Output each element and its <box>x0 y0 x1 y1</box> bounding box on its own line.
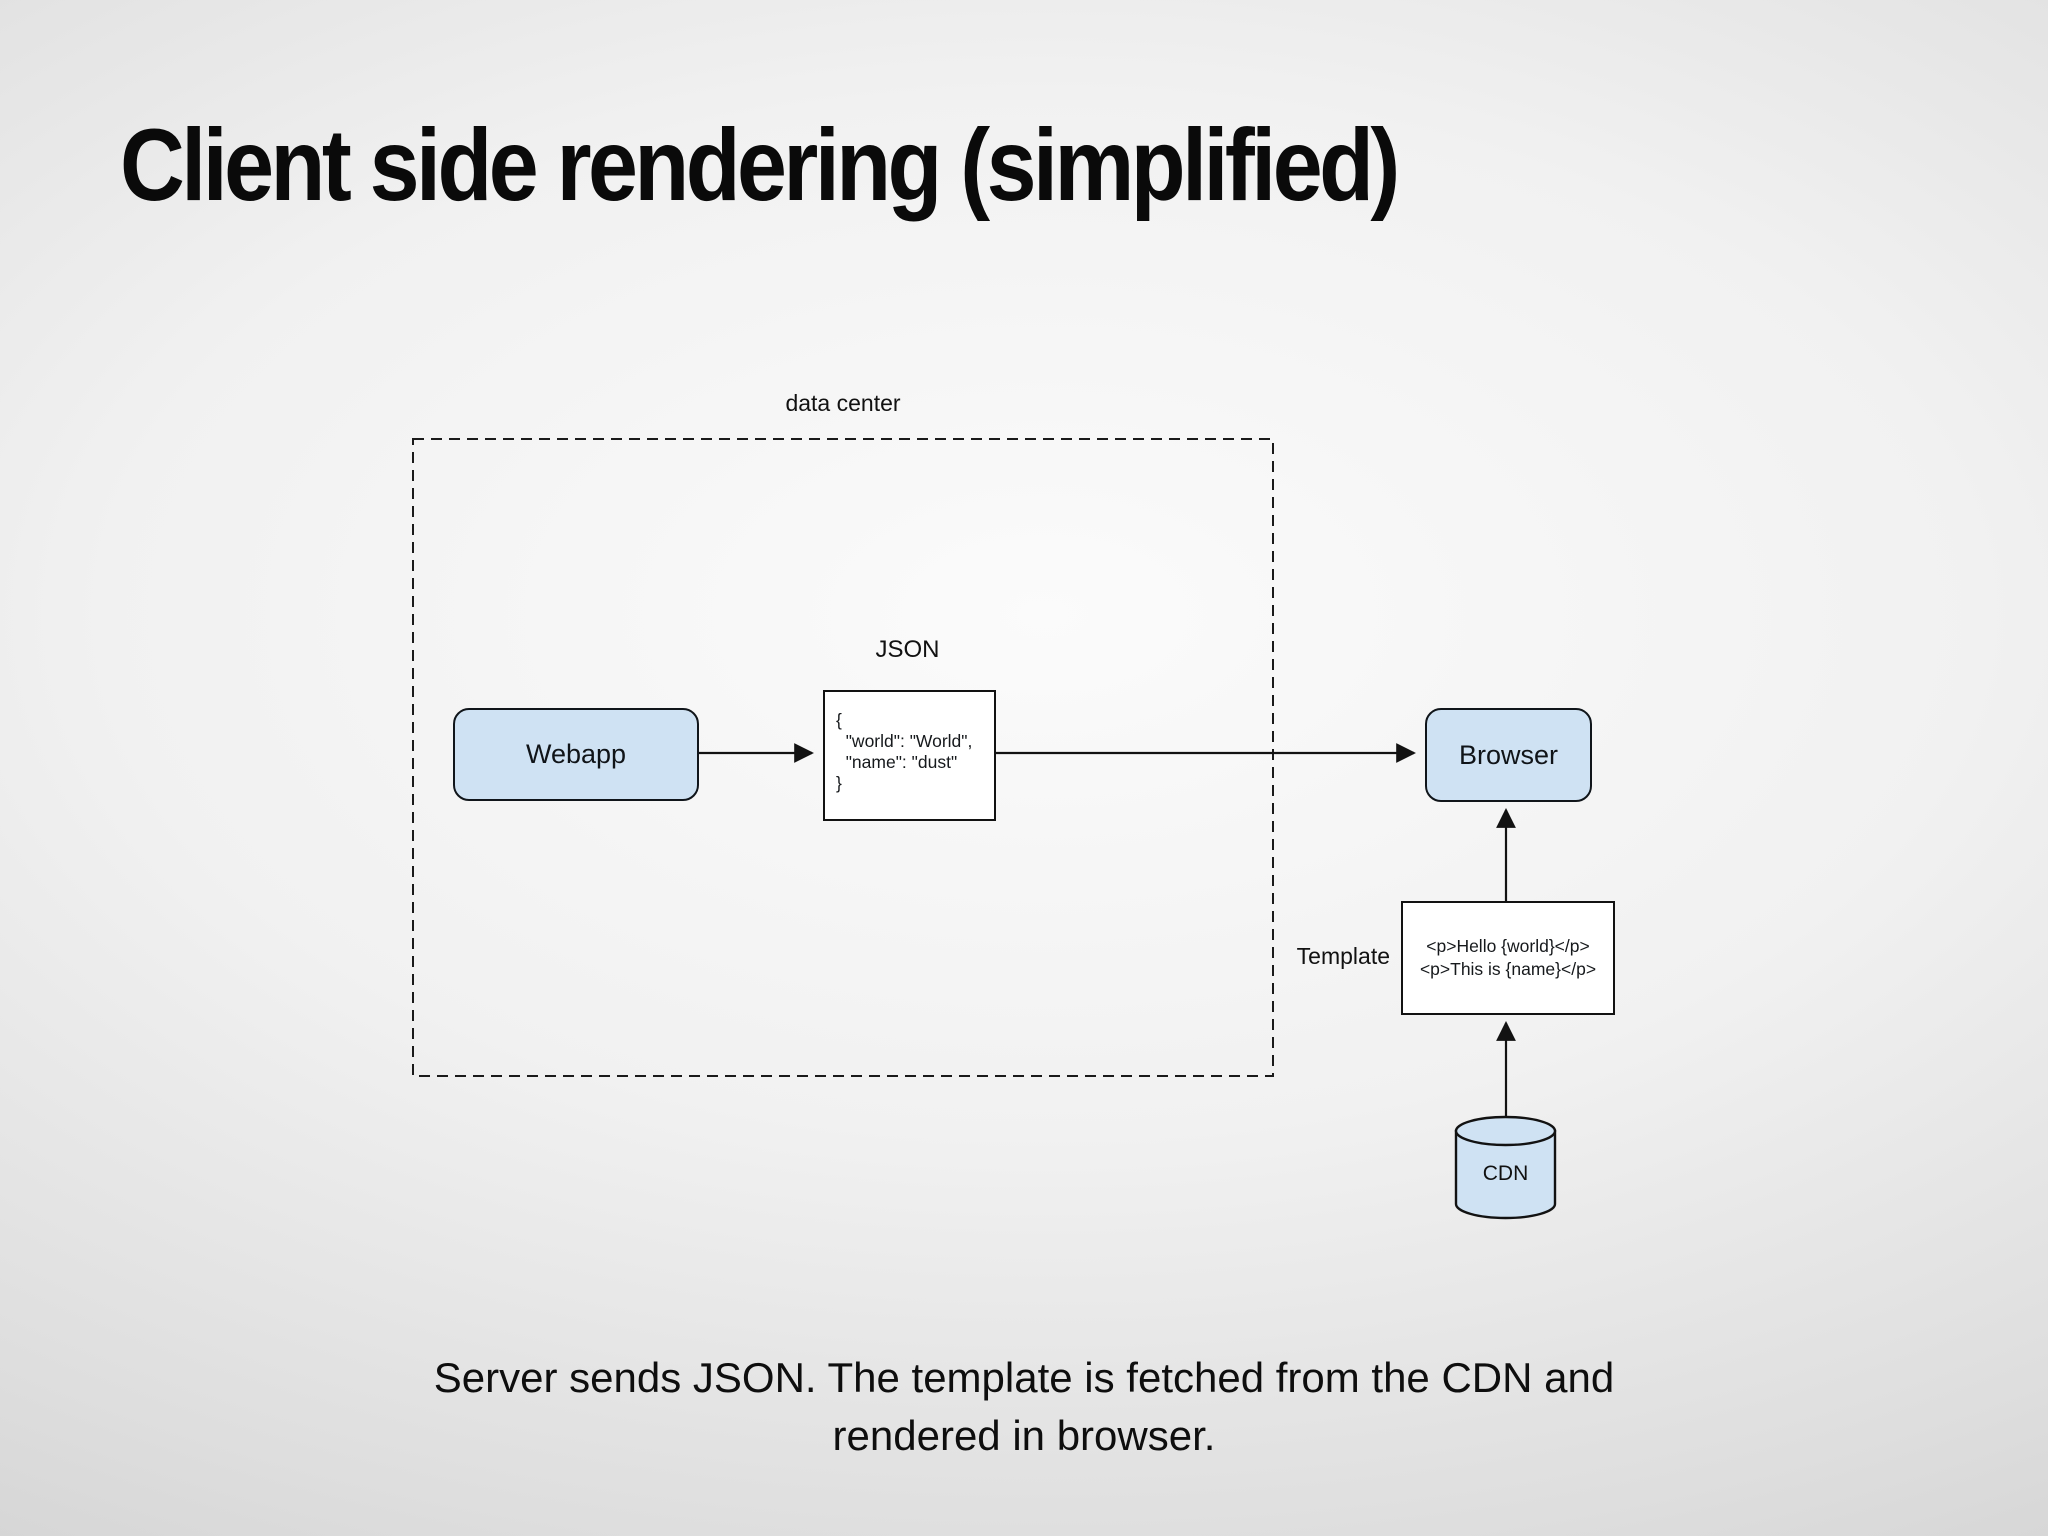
json-code-line: } <box>836 773 842 793</box>
cdn-cylinder-icon <box>1454 1115 1557 1220</box>
slide-caption-line: rendered in browser. <box>832 1412 1216 1459</box>
template-label: Template <box>1296 943 1390 969</box>
browser-node: Browser <box>1425 708 1592 802</box>
cdn-label: CDN <box>1482 1162 1529 1185</box>
slide-caption: Server sends JSON. The template is fetch… <box>0 1349 2048 1465</box>
slide-title: Client side rendering (simplified) <box>120 108 1400 222</box>
json-label: JSON <box>875 636 940 663</box>
slide-caption-line: Server sends JSON. The template is fetch… <box>433 1354 1615 1401</box>
template-code-line: <p>This is {name}</p> <box>1419 959 1597 979</box>
webapp-label: Webapp <box>525 739 627 769</box>
json-payload-box: { "world": "World", "name": "dust" } <box>823 690 996 821</box>
cdn-cylinder-top <box>1454 1115 1557 1147</box>
browser-label: Browser <box>1458 739 1559 770</box>
template-box: <p>Hello {world}</p> <p>This is {name}</… <box>1401 901 1615 1015</box>
data-center-label: data center <box>785 390 901 416</box>
json-code-line: { <box>836 710 842 730</box>
cdn-cylinder-body <box>1454 1129 1557 1220</box>
json-code: { "world": "World", "name": "dust" } <box>825 692 994 794</box>
json-code-line: "name": "dust" <box>836 752 958 772</box>
json-code-line: "world": "World", <box>836 731 973 751</box>
template-code-line: <p>Hello {world}</p> <box>1426 936 1590 956</box>
data-center-boundary <box>412 438 1274 1077</box>
webapp-node: Webapp <box>453 708 699 801</box>
